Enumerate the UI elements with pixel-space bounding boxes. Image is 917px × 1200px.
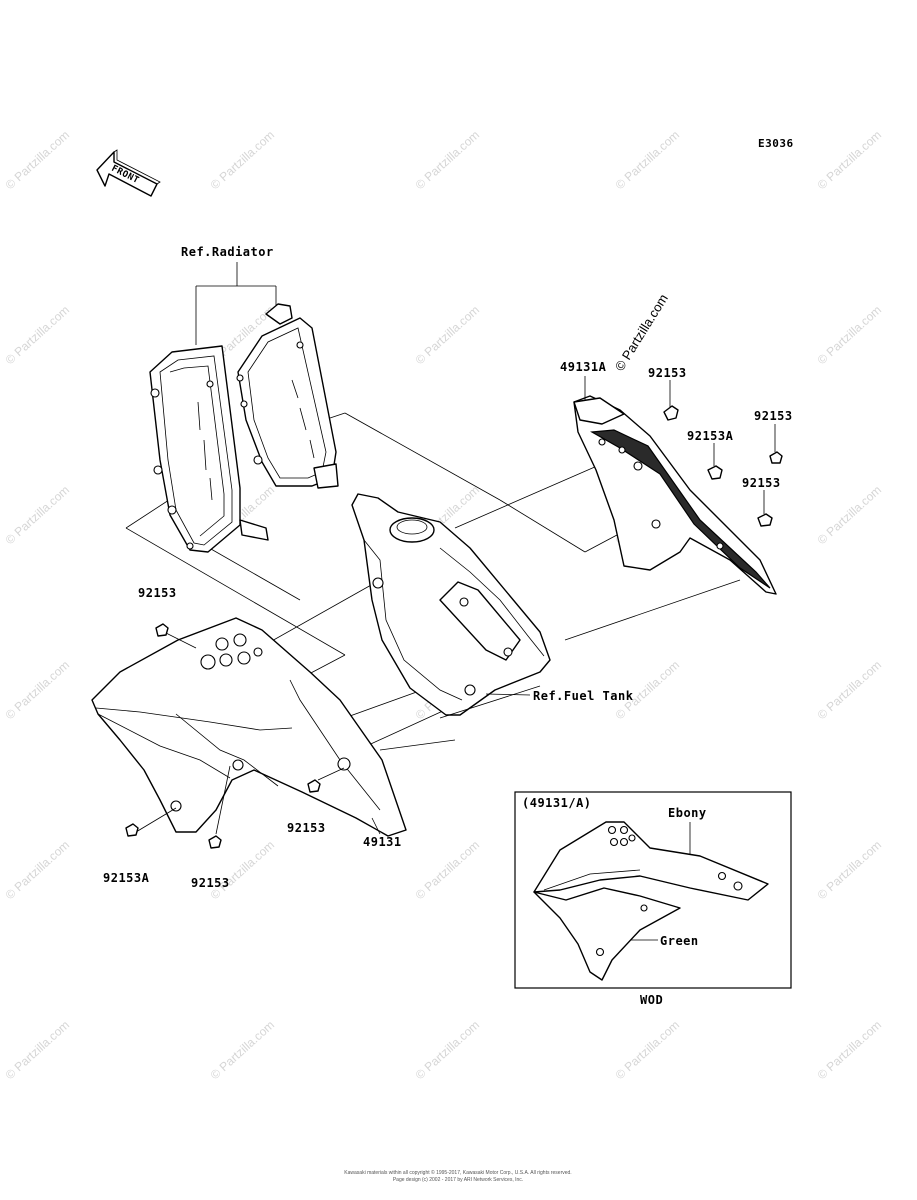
watermark: © Partzilla.com (815, 658, 884, 723)
mount-hole (459, 597, 469, 607)
bolt-icon (769, 424, 783, 464)
mount-hole (372, 577, 384, 589)
mount-hole (253, 455, 263, 465)
mount-hole (595, 947, 605, 957)
watermark: © Partzilla.com (413, 838, 482, 903)
watermark: © Partzilla.com (3, 303, 72, 368)
mount-hole (633, 461, 643, 471)
watermark: © Partzilla.com (3, 483, 72, 548)
mount-hole (716, 542, 724, 550)
mount-hole (598, 438, 606, 446)
front-arrow-icon: FRONT (96, 149, 161, 197)
mount-hole (236, 374, 244, 382)
vent-hole (215, 637, 229, 651)
mount-hole (170, 800, 182, 812)
radiator-bracket (195, 262, 277, 345)
vent-hole (219, 653, 233, 667)
bolt-icon (707, 443, 723, 480)
mount-hole (186, 542, 194, 550)
watermark: © Partzilla.com (3, 1018, 72, 1083)
bolt-icon (307, 767, 345, 793)
label-ref-radiator: Ref.Radiator (181, 245, 274, 259)
leader-49131 (371, 817, 381, 835)
vent-hole (200, 654, 216, 670)
bolt-icon (757, 490, 773, 527)
label-92153-lower-right: 92153 (742, 476, 781, 490)
leader-fuel-tank (485, 693, 531, 696)
footer-copyright: Kawasaki materials within all copyright … (344, 1169, 571, 1176)
watermark: © Partzilla.com (208, 128, 277, 193)
radiator-right (236, 303, 339, 489)
mount-hole (733, 881, 743, 891)
shroud-49131A (573, 395, 777, 595)
footer-design-credit: Page design (c) 2002 - 2017 by ARI Netwo… (393, 1177, 523, 1183)
watermark: © Partzilla.com (815, 838, 884, 903)
mount-hole (167, 505, 177, 515)
mount-hole (337, 757, 351, 771)
inset-box: (49131/A) Ebony Green (514, 791, 792, 989)
watermark: © Partzilla.com (613, 1018, 682, 1083)
bolt-icon (155, 623, 197, 649)
bolt-icon (125, 807, 177, 837)
vent-hole (628, 834, 636, 842)
mount-hole (464, 684, 476, 696)
vent-hole (609, 837, 619, 847)
mount-hole (296, 341, 304, 349)
watermark: © Partzilla.com (3, 658, 72, 723)
label-92153-left-mid: 92153 (287, 821, 326, 835)
shroud-49131 (91, 617, 407, 837)
label-49131A: 49131A (560, 360, 607, 374)
mount-hole (640, 904, 648, 912)
watermark: © Partzilla.com (413, 1018, 482, 1083)
label-92153-top: 92153 (648, 366, 687, 380)
radiator-left (149, 345, 269, 553)
mount-hole (651, 519, 661, 529)
watermark: © Partzilla.com (208, 1018, 277, 1083)
watermark: © Partzilla.com (413, 128, 482, 193)
watermark: © Partzilla.com (815, 303, 884, 368)
label-92153A-right: 92153A (687, 429, 734, 443)
vent-hole (607, 825, 617, 835)
bolt-icon (208, 765, 231, 849)
watermark: © Partzilla.com (815, 1018, 884, 1083)
label-49131: 49131 (363, 835, 402, 849)
watermark: © Partzilla.com (815, 483, 884, 548)
inset-title: (49131/A) (522, 796, 592, 810)
watermark: © Partzilla.com (413, 303, 482, 368)
vent-hole (253, 647, 263, 657)
watermark: © Partzilla.com (3, 128, 72, 193)
mount-hole (717, 871, 727, 881)
vent-hole (619, 825, 629, 835)
fuel-tank (351, 493, 551, 719)
label-ref-fuel-tank: Ref.Fuel Tank (533, 689, 634, 703)
mount-hole (150, 388, 160, 398)
inset-caption: WOD (640, 993, 663, 1007)
watermark: © Partzilla.com (3, 838, 72, 903)
mount-hole (240, 400, 248, 408)
diagram-code: E3036 (758, 137, 794, 150)
label-92153-left-top: 92153 (138, 586, 177, 600)
label-92153-left-bottom: 92153 (191, 876, 230, 890)
vent-hole (237, 651, 251, 665)
mount-hole (206, 380, 214, 388)
mount-hole (153, 465, 163, 475)
mount-hole (618, 446, 626, 454)
vent-hole (233, 633, 247, 647)
vent-hole (619, 837, 629, 847)
bolt-icon (663, 380, 679, 421)
label-92153-right: 92153 (754, 409, 793, 423)
inset-green-label: Green (660, 934, 699, 948)
watermark: © Partzilla.com (815, 128, 884, 193)
label-92153A-left: 92153A (103, 871, 150, 885)
mount-hole (503, 647, 513, 657)
mount-hole (232, 759, 244, 771)
watermark: © Partzilla.com (613, 128, 682, 193)
inset-ebony-label: Ebony (668, 806, 707, 820)
watermark-dark: © Partzilla.com (612, 291, 671, 373)
